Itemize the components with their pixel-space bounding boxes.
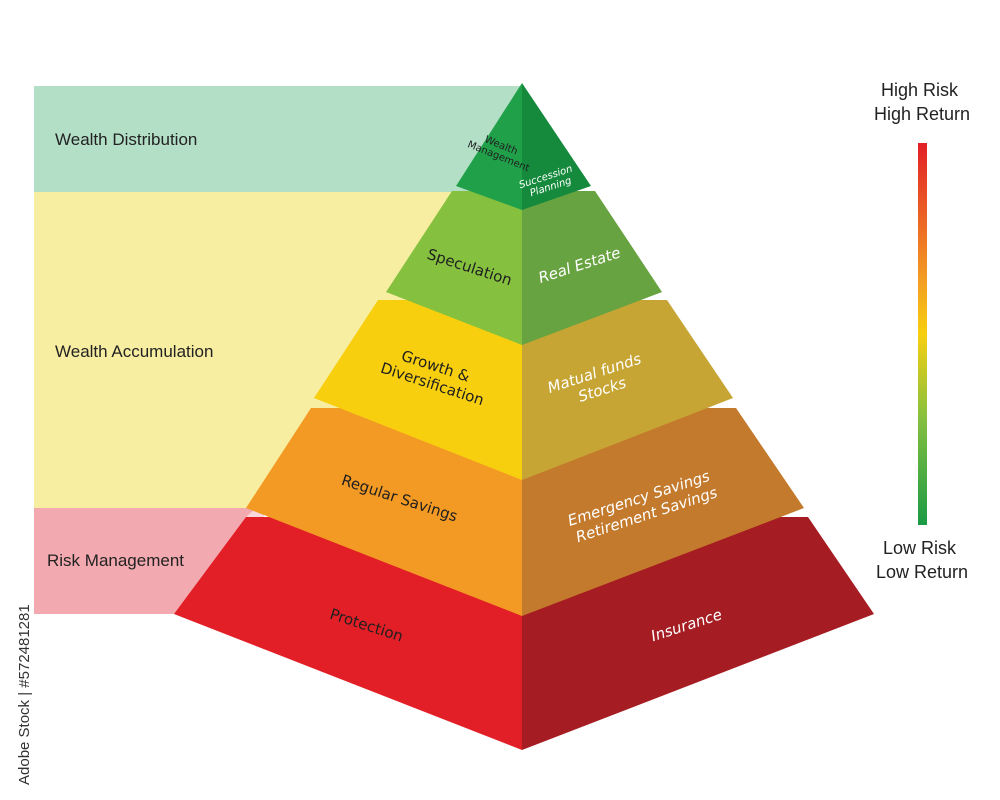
growth-tier-right [522,300,733,480]
growth-tier-left [314,300,522,480]
savings-tier-left [246,408,522,616]
wealth-management-tier-left [456,83,522,210]
wealth-distribution-band [34,86,524,192]
risk-scale-bar [918,143,927,525]
risk-management-label: Risk Management [47,551,184,570]
wealth-distribution-label: Wealth Distribution [55,130,197,149]
low-risk-label: Low Risk Low Return [876,538,968,582]
succession-planning-tier-right [522,83,591,210]
wealth-accumulation-label: Wealth Accumulation [55,342,213,361]
stock-id-text: Adobe Stock | #572481281 [16,604,33,785]
savings-tier-right [522,408,804,616]
pyramid [174,83,874,750]
high-risk-label: High Risk High Return [874,80,970,124]
speculation-tier-right [522,191,662,345]
speculation-tier-left [386,191,522,345]
